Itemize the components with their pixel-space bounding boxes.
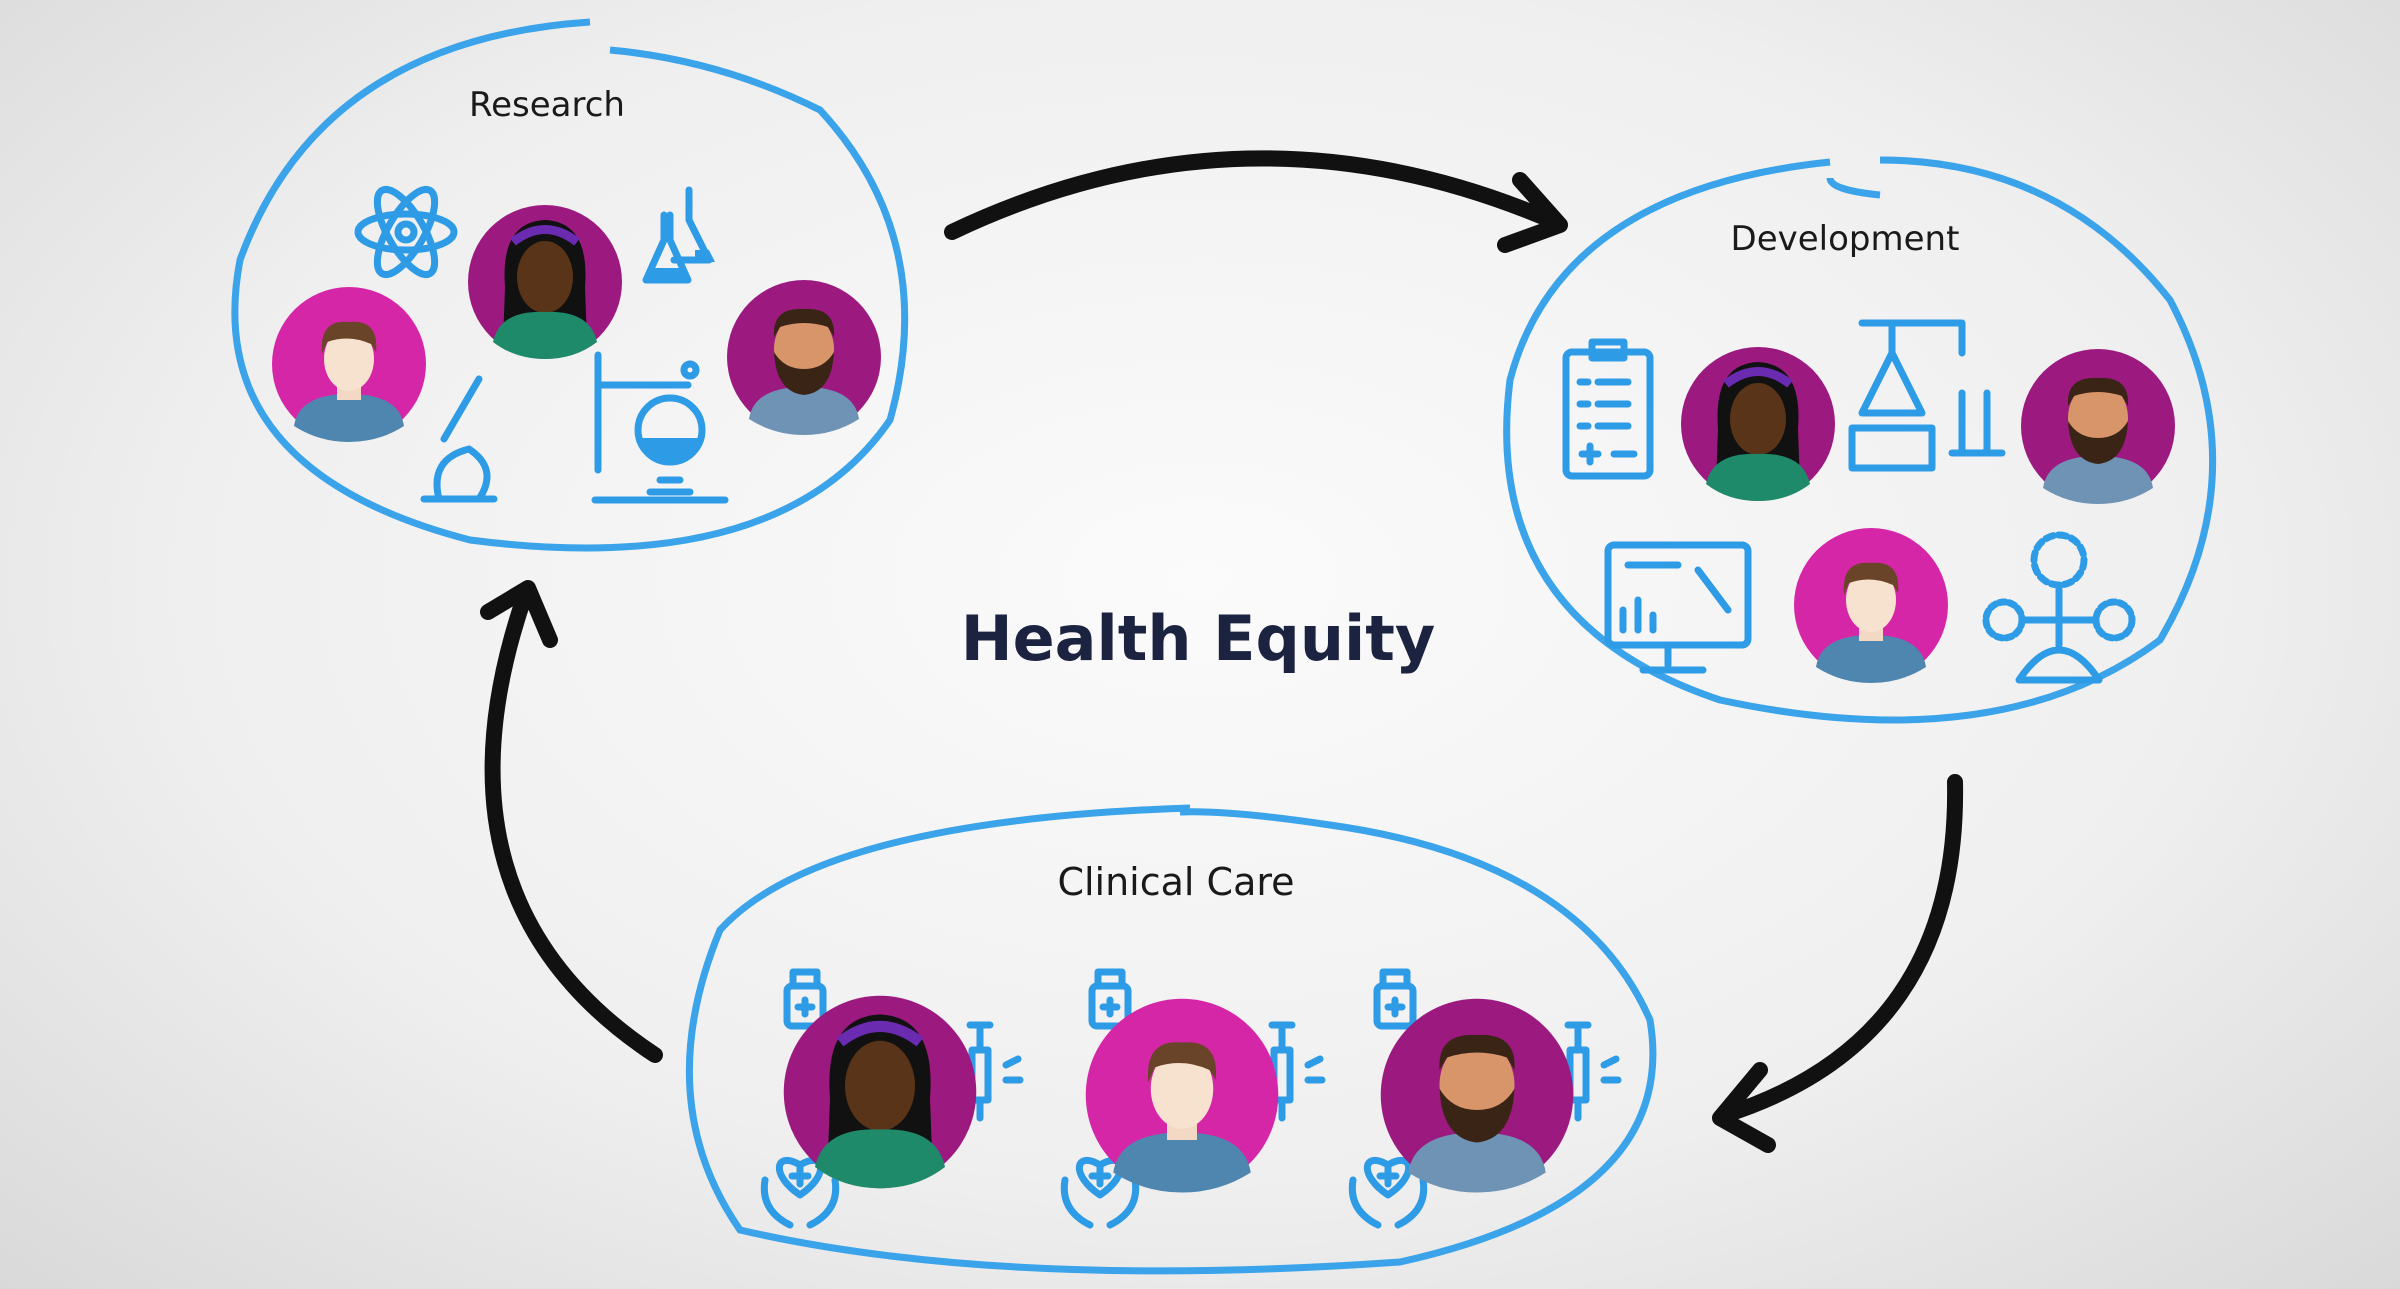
- medicine-bottle-icon: [1377, 972, 1413, 1026]
- avatar-bearded-man: [1380, 998, 1574, 1193]
- arrow-development-to-clinical-care: [1712, 774, 1964, 1153]
- flasks-icon: [642, 186, 715, 284]
- development-stage: Development: [1503, 156, 2217, 724]
- research-label: Research: [469, 85, 625, 125]
- lab-burner-flask-icon: [591, 351, 729, 504]
- research-stage: Research: [231, 18, 909, 552]
- avatar-boy: [272, 287, 426, 442]
- lab-equipment-icon: [1848, 319, 2006, 472]
- microscope-icon: [420, 375, 498, 503]
- arrow-research-to-development: [944, 150, 1568, 253]
- avatar-woman: [1681, 347, 1835, 501]
- diagram-title: Health Equity: [961, 602, 1436, 675]
- avatar-bearded-man: [2021, 349, 2175, 504]
- clinical-care-label: Clinical Care: [1057, 860, 1294, 904]
- avatar-boy: [1085, 998, 1279, 1193]
- development-label: Development: [1731, 219, 1960, 259]
- arrow-clinical-care-to-research: [480, 580, 663, 1063]
- research-ring: [231, 18, 909, 552]
- avatar-woman: [468, 205, 622, 359]
- clinical-care-ring: [685, 804, 1657, 1275]
- clinical-care-stage: Clinical Care: [685, 804, 1657, 1275]
- avatar-woman: [784, 996, 977, 1189]
- medicine-bottle-icon: [1092, 972, 1128, 1026]
- avatar-boy: [1794, 528, 1948, 683]
- development-ring: [1503, 156, 2217, 724]
- patient-group-1: [764, 972, 1020, 1225]
- gears-network-icon: [1982, 531, 2136, 684]
- atom-icon: [354, 185, 458, 279]
- monitor-analytics-icon: [1604, 541, 1752, 674]
- medicine-bottle-icon: [787, 972, 823, 1026]
- patient-group-2: [1064, 972, 1322, 1225]
- avatar-bearded-man: [727, 280, 881, 435]
- clipboard-checklist-icon: [1562, 338, 1654, 480]
